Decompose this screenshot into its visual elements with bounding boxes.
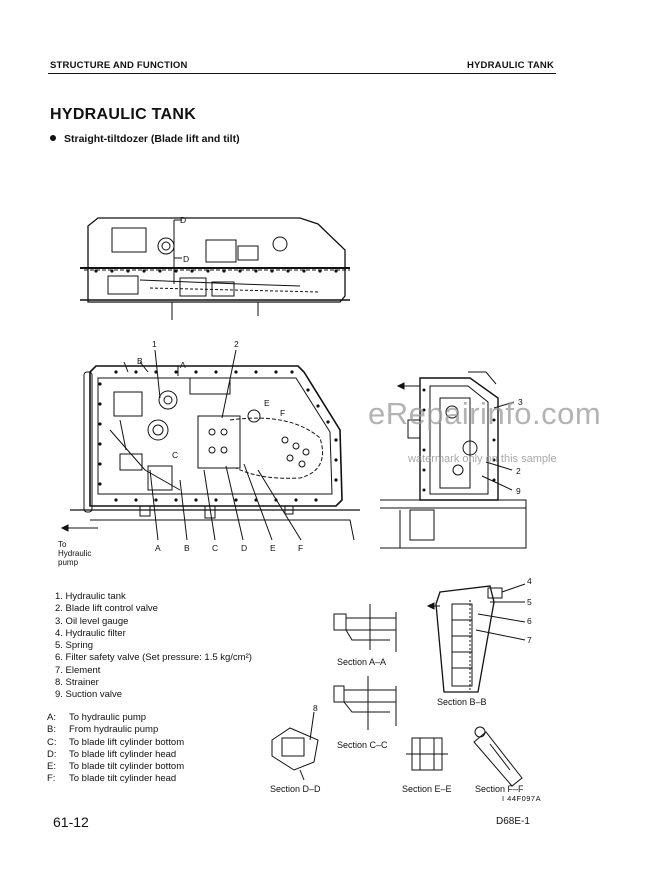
tank-top-view bbox=[80, 217, 350, 320]
label-f-section: F bbox=[280, 408, 285, 418]
port-text: To blade tilt cylinder head bbox=[69, 773, 177, 785]
legend-item: 1. Hydraulic tank bbox=[55, 591, 126, 602]
legend-item: 8. Strainer bbox=[55, 677, 99, 689]
legend-item: 6. Filter safety valve (Set pressure: 1.… bbox=[55, 652, 252, 664]
section-b-b-drawing bbox=[426, 583, 526, 693]
label-c-section: C bbox=[172, 450, 178, 460]
port-letter-f: F bbox=[298, 543, 303, 553]
callout-4: 4 bbox=[527, 576, 532, 586]
valve-ports bbox=[208, 428, 310, 468]
caption-section-d-d: Section D–D bbox=[270, 784, 321, 794]
callout-3: 3 bbox=[518, 397, 523, 407]
caption-section-c-c: Section C–C bbox=[337, 740, 388, 750]
figure-id: I 44F097A bbox=[502, 794, 542, 803]
to-pump-line-3: pump bbox=[58, 558, 79, 567]
port-key: C: bbox=[47, 736, 57, 748]
section-a-a-drawing bbox=[333, 604, 397, 652]
legend-item: 2. Blade lift control valve bbox=[55, 603, 158, 615]
ports-legend: A: To hydraulic pump B: From hydraulic pum… bbox=[47, 712, 184, 786]
page-title: HYDRAULIC TANK bbox=[50, 106, 197, 123]
section-c-c-drawing bbox=[333, 676, 397, 730]
port-item: A: To hydraulic pump bbox=[47, 712, 184, 724]
caption-section-a-a: Section A–A bbox=[337, 657, 387, 667]
port-key: D: bbox=[47, 748, 57, 760]
port-text: To blade lift cylinder head bbox=[69, 748, 177, 760]
page-number: 61-12 bbox=[53, 814, 89, 830]
bottom-port-letters: A B C D E F bbox=[155, 543, 303, 553]
port-letter-c: C bbox=[212, 543, 218, 553]
watermark-note: watermark only on this sample bbox=[408, 453, 557, 465]
to-pump-line-2: Hydraulic bbox=[58, 549, 92, 558]
to-pump-line-1: To bbox=[58, 540, 67, 549]
model-code: D68E-1 bbox=[496, 816, 530, 827]
caption-section-b-b: Section B–B bbox=[437, 697, 487, 707]
port-item: D: To blade lift cylinder head bbox=[47, 749, 184, 761]
port-key: B: bbox=[47, 724, 56, 736]
section-d-d-drawing bbox=[271, 711, 319, 781]
port-letter-a: A bbox=[155, 543, 161, 553]
callout-1: 1 bbox=[152, 339, 157, 349]
watermark: eRepairinfo.com bbox=[368, 396, 602, 431]
legend-item: 9. Suction valve bbox=[55, 689, 123, 701]
port-letter-b: B bbox=[184, 543, 190, 553]
port-text: To blade tilt cylinder bottom bbox=[69, 761, 185, 773]
callout-5: 5 bbox=[527, 597, 532, 607]
caption-section-f-f: Section F–F bbox=[475, 784, 524, 794]
port-key: F: bbox=[47, 773, 56, 785]
subtitle-text: Straight-tiltdozer (Blade lift and tilt) bbox=[64, 133, 240, 145]
callout-6: 6 bbox=[527, 616, 532, 626]
section-f-f-drawing bbox=[473, 726, 523, 787]
to-hydraulic-pump-label: To Hydraulic pump bbox=[58, 540, 91, 567]
tank-side-view bbox=[380, 371, 527, 549]
header-section-title: STRUCTURE AND FUNCTION bbox=[50, 60, 188, 71]
header-divider bbox=[48, 73, 556, 74]
label-b-section: B bbox=[137, 356, 143, 366]
label-e-section: E bbox=[264, 398, 270, 408]
port-letter-e: E bbox=[270, 543, 276, 553]
port-item: C: To blade lift cylinder bottom bbox=[47, 737, 184, 749]
port-item: E: To blade tilt cylinder bottom bbox=[47, 761, 184, 773]
tank-front-view bbox=[60, 349, 360, 541]
legend-item: 5. Spring bbox=[55, 640, 94, 652]
port-text: To hydraulic pump bbox=[69, 712, 147, 723]
callout-2-side: 2 bbox=[516, 466, 521, 476]
callout-8: 8 bbox=[313, 703, 318, 713]
port-text: To blade lift cylinder bottom bbox=[69, 736, 185, 748]
header-topic-title: HYDRAULIC TANK bbox=[466, 60, 554, 71]
callout-7: 7 bbox=[527, 635, 532, 645]
callout-9: 9 bbox=[516, 486, 521, 496]
parts-legend: 1. Hydraulic tank 2. Blade lift control … bbox=[55, 591, 252, 702]
legend-item: 7. Element bbox=[55, 664, 101, 676]
port-item: F: To blade tilt cylinder head bbox=[47, 773, 184, 785]
port-item: B: From hydraulic pump bbox=[47, 724, 184, 736]
tank-top-bolts bbox=[94, 269, 338, 273]
legend-item: 3. Oil level gauge bbox=[55, 615, 129, 627]
label-a-section: A bbox=[180, 360, 186, 370]
label-d-top: D bbox=[180, 215, 186, 225]
port-key: A: bbox=[47, 712, 56, 723]
port-letter-d: D bbox=[241, 543, 247, 553]
label-d-mid: D bbox=[183, 254, 189, 264]
bullet-icon bbox=[50, 135, 56, 142]
section-e-e-drawing bbox=[406, 737, 448, 771]
port-key: E: bbox=[47, 761, 56, 773]
tank-front-bolts bbox=[98, 370, 338, 502]
legend-item: 4. Hydraulic filter bbox=[55, 627, 126, 639]
caption-section-e-e: Section E–E bbox=[402, 784, 452, 794]
page-subtitle: Straight-tiltdozer (Blade lift and tilt) bbox=[50, 133, 240, 145]
port-text: From hydraulic pump bbox=[69, 724, 159, 736]
callout-2: 2 bbox=[234, 339, 239, 349]
